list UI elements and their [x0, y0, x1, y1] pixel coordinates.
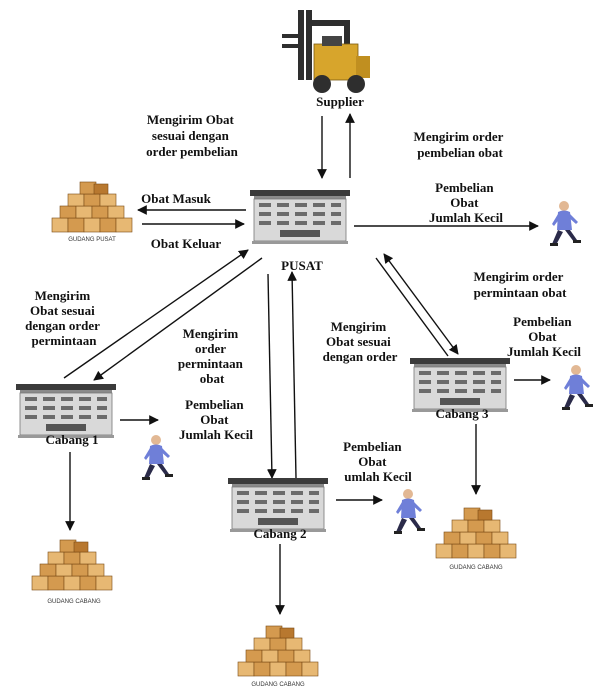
forklift-icon: [282, 10, 370, 93]
buyer-cabang2-icon: [394, 489, 425, 534]
arrow-cabang2-to-pusat: [287, 271, 298, 479]
arrow-pusat-cabang3-b: [375, 257, 449, 357]
buyer-cabang1-icon: [142, 435, 173, 480]
label-mengirim-order-c2: Mengirim order permintaan obat: [178, 326, 246, 386]
arrow-cabang1-to-pusat: [63, 249, 249, 379]
gudang-pusat-boxes-icon: [51, 181, 133, 233]
supplier-label: Supplier: [316, 94, 364, 109]
cabang3-building-icon: [409, 357, 511, 413]
label-mengirim-obat-c1: Mengirim Obat sesuai dengan order permin…: [25, 288, 103, 348]
label-mengirim-obat-c3: Mengirim Obat sesuai dengan order: [323, 319, 398, 364]
gudang-cabang2-label: GUDANG CABANG: [251, 682, 305, 688]
arrow-pusat-cabang3-a: [383, 253, 459, 355]
cabang2-building-icon: [227, 477, 329, 533]
label-pembelian-c2: Pembelian Obat umlah Kecil: [343, 439, 412, 484]
gudang-cabang3-label: GUDANG CABANG: [449, 565, 503, 571]
label-pembelian-pusat: Pembelian Obat Jumlah Kecil: [429, 180, 503, 225]
buyer-pusat-icon: [550, 201, 581, 246]
label-mengirim-order-permintaan-c3: Mengirim order permintaan obat: [474, 269, 568, 300]
label-mengirim-obat-pembelian: Mengirim Obat sesuai dengan order pembel…: [146, 112, 239, 159]
pusat-label: PUSAT: [281, 258, 323, 273]
cabang2-label: Cabang 2: [253, 526, 306, 541]
gudang-cabang3-boxes-icon: [435, 507, 517, 559]
cabang3-label: Cabang 3: [435, 406, 489, 421]
label-obat-keluar: Obat Keluar: [151, 236, 222, 251]
label-obat-masuk: Obat Masuk: [141, 191, 211, 206]
pusat-building-icon: [249, 189, 351, 245]
buyer-cabang3-icon: [562, 365, 593, 410]
arrow-pusat-to-cabang2: [266, 273, 277, 479]
gudang-cabang1-boxes-icon: [31, 539, 113, 591]
gudang-pusat-label: GUDANG PUSAT: [68, 237, 116, 243]
label-pembelian-c3: Pembelian Obat Jumlah Kecil: [507, 314, 581, 359]
label-mengirim-order-pembelian: Mengirim order pembelian obat: [414, 129, 507, 160]
cabang1-building-icon: [15, 383, 117, 439]
cabang1-label: Cabang 1: [45, 432, 98, 447]
label-pembelian-c1: Pembelian Obat Jumlah Kecil: [179, 397, 253, 442]
gudang-cabang1-label: GUDANG CABANG: [47, 599, 101, 605]
gudang-cabang2-boxes-icon: [237, 625, 319, 677]
arrow-pusat-to-cabang1: [93, 257, 263, 381]
